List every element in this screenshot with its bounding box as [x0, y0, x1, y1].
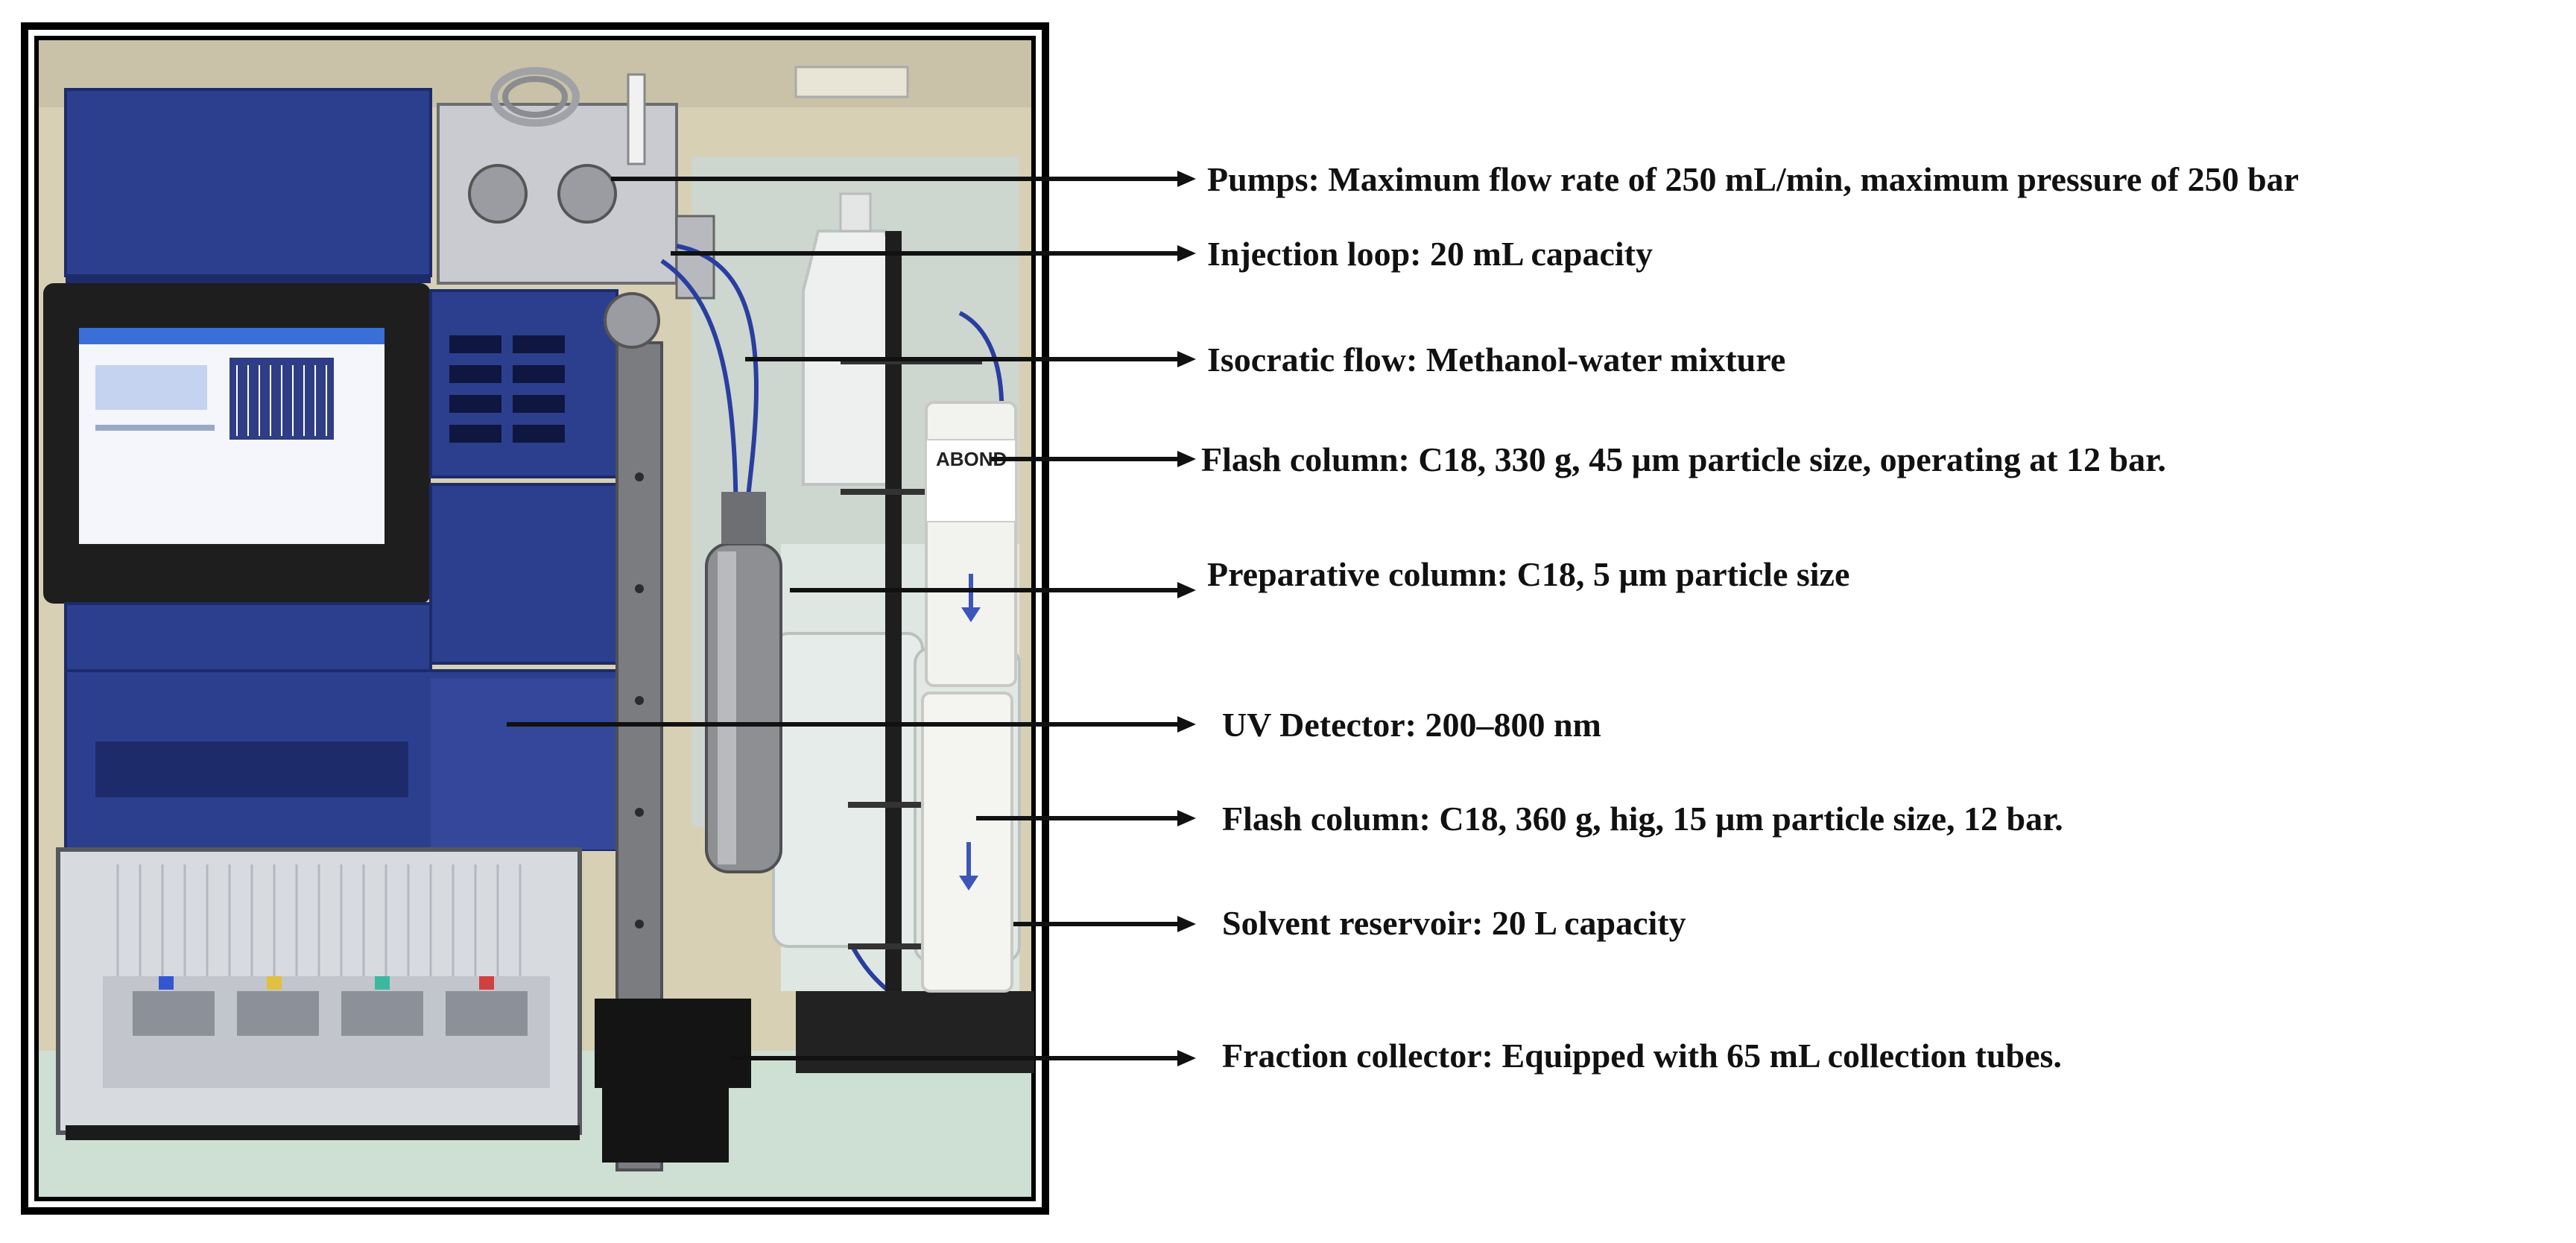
- arrowhead-preparative-column: [1177, 582, 1196, 598]
- arrowhead-pumps: [1177, 171, 1196, 187]
- label-flash-column-2: Flash column: C18, 360 g, hig, 15 µm par…: [1222, 800, 2063, 838]
- label-solvent-reservoir: Solvent reservoir: 20 L capacity: [1222, 904, 1686, 942]
- ring-stand-base: [796, 991, 1034, 1073]
- label-flash-column-1: Flash column: C18, 330 g, 45 µm particle…: [1201, 440, 2166, 478]
- ring-stand-rod: [885, 231, 902, 1028]
- annotation-labels: Pumps: Maximum flow rate of 250 mL/min, …: [1201, 160, 2299, 1075]
- column-brand-label: ABOND: [936, 448, 1007, 470]
- label-preparative-column: Preparative column: C18, 5 µm particle s…: [1207, 555, 1849, 593]
- label-isocratic-flow: Isocratic flow: Methanol-water mixture: [1207, 341, 1785, 379]
- arrowhead-isocratic-flow: [1177, 351, 1196, 367]
- arrowhead-flash-column-1: [1177, 451, 1196, 467]
- label-injection-loop: Injection loop: 20 mL capacity: [1207, 235, 1653, 273]
- label-uv-detector: UV Detector: 200–800 nm: [1222, 706, 1601, 744]
- arrowhead-injection-loop: [1177, 245, 1196, 262]
- arrowhead-uv-detector: [1177, 716, 1196, 733]
- label-pumps: Pumps: Maximum flow rate of 250 mL/min, …: [1207, 160, 2299, 198]
- hplc-instrument: [43, 88, 618, 1140]
- injection-loop-coil: [490, 67, 580, 127]
- instrument-photo: ABOND: [21, 22, 1049, 1215]
- arrowhead-fraction-collector: [1177, 1050, 1196, 1066]
- label-fraction-collector: Fraction collector: Equipped with 65 mL …: [1222, 1037, 2062, 1075]
- flash-column-lower: [921, 692, 1013, 993]
- arrowhead-solvent-reservoir: [1177, 916, 1196, 932]
- flash-column-upper: ABOND: [925, 401, 1017, 687]
- arrowhead-flash-column-2: [1177, 810, 1196, 826]
